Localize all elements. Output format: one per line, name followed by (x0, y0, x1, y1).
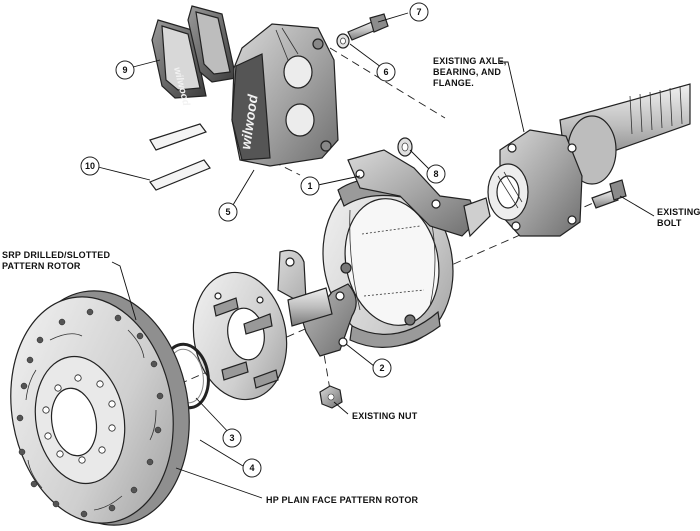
callout-10: 10 (80, 156, 100, 176)
callout-3-number: 3 (229, 433, 234, 443)
callout-2: 2 (372, 358, 392, 378)
callout-7-number: 7 (416, 7, 421, 17)
srp-rotor (10, 290, 190, 526)
caliper: wilwood (231, 23, 339, 167)
label-existing-axle-line3: FLANGE. (433, 78, 474, 88)
hat-bolt-holes (42, 374, 116, 464)
callout-1-number: 1 (307, 181, 312, 191)
caliper-bracket (277, 249, 357, 357)
label-existing-axle: EXISTING AXLE, BEARING, AND FLANGE. (433, 56, 506, 88)
label-existing-nut: EXISTING NUT (352, 411, 418, 421)
callout-8-number: 8 (433, 169, 438, 179)
callout-6-number: 6 (383, 67, 388, 77)
label-srp-rotor-line2: PATTERN ROTOR (2, 261, 81, 271)
callout-5-number: 5 (225, 207, 230, 217)
label-existing-bolt: EXISTING BOLT (657, 207, 700, 228)
bracket-shims (149, 123, 211, 191)
label-existing-bolt-line2: BOLT (657, 218, 682, 228)
rotor-slots (25, 329, 157, 511)
label-existing-bolt-line1: EXISTING (657, 207, 700, 217)
callout-4-number: 4 (249, 463, 254, 473)
axle-assembly (487, 83, 691, 237)
rotor-hat (192, 271, 288, 401)
callout-9-number: 9 (122, 65, 127, 75)
callout-5: 5 (218, 202, 238, 222)
brake-pads: wilwood (151, 5, 237, 108)
callout-8: 8 (426, 164, 446, 184)
leader-lines (97, 12, 655, 499)
existing-nut (319, 385, 343, 409)
callout-10-number: 10 (85, 161, 95, 171)
existing-bolt (591, 179, 627, 209)
label-existing-axle-line1: EXISTING AXLE, (433, 56, 506, 66)
callout-1: 1 (300, 176, 320, 196)
label-srp-rotor-line1: SRP DRILLED/SLOTTED (2, 250, 110, 260)
callout-9: 9 (115, 60, 135, 80)
label-existing-axle-line2: BEARING, AND (433, 67, 501, 77)
label-hp-rotor: HP PLAIN FACE PATTERN ROTOR (266, 495, 419, 505)
callout-2-number: 2 (379, 363, 384, 373)
caliper-bolt (347, 13, 389, 41)
label-srp-rotor: SRP DRILLED/SLOTTED PATTERN ROTOR (2, 250, 110, 271)
hub-shaft (287, 287, 333, 327)
callout-6: 6 (376, 62, 396, 82)
callout-4: 4 (242, 458, 262, 478)
callout-3: 3 (222, 428, 242, 448)
drilled-holes (16, 308, 164, 518)
caliper-logo: wilwood (237, 93, 261, 150)
callout-7: 7 (409, 2, 429, 22)
